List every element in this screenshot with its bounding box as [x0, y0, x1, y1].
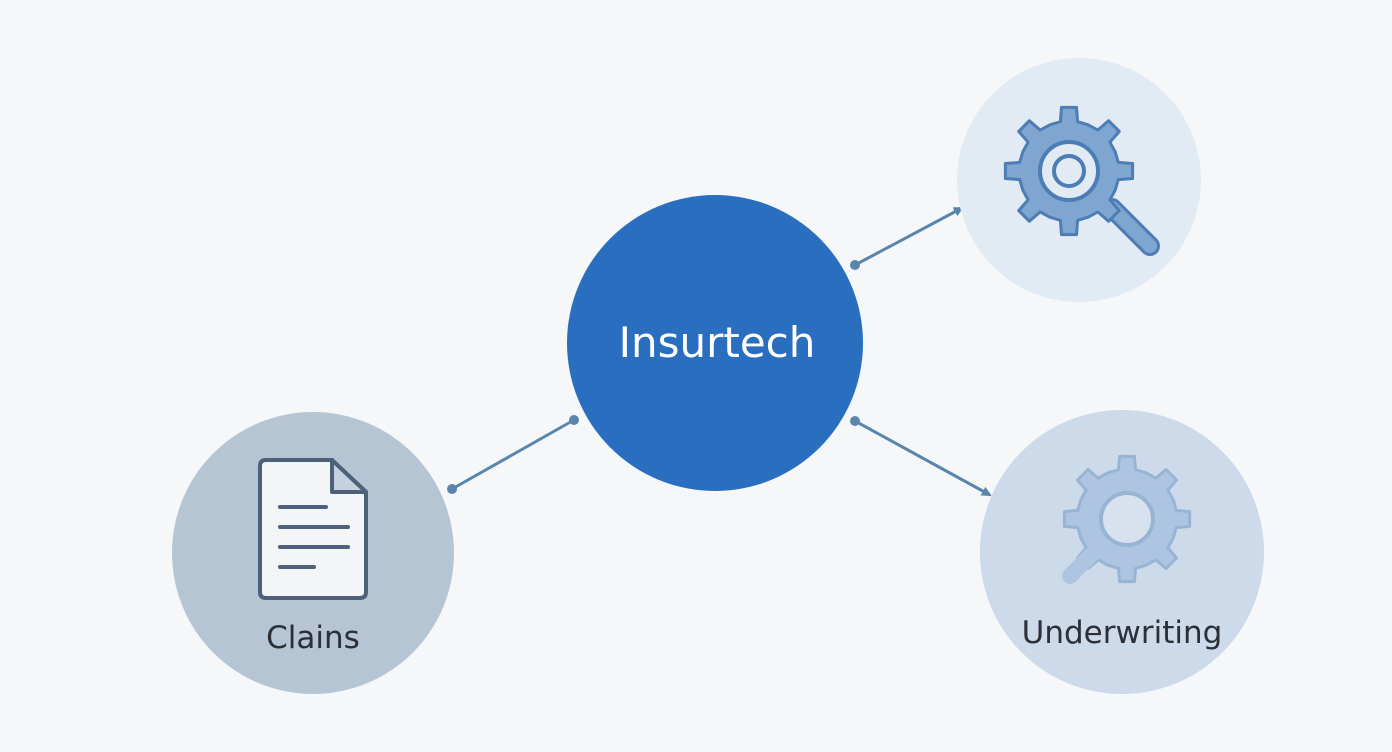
node-label-claims: Clains — [266, 620, 360, 656]
node-analysis — [957, 58, 1201, 302]
node-label-underwriting: Underwriting — [1022, 615, 1223, 651]
gear-magnifier-icon — [1062, 454, 1192, 584]
node-claims: Clains — [172, 412, 454, 694]
node-underwriting: Underwriting — [980, 410, 1264, 694]
connector-center-top — [850, 206, 964, 270]
document-icon — [258, 458, 368, 600]
connector-center-underwriting — [850, 416, 992, 497]
center-label: Insurtech — [619, 318, 816, 367]
gear-magnifier-icon — [1003, 105, 1160, 256]
connector-claims-center — [447, 415, 579, 494]
node-center: Insurtech — [567, 195, 863, 491]
